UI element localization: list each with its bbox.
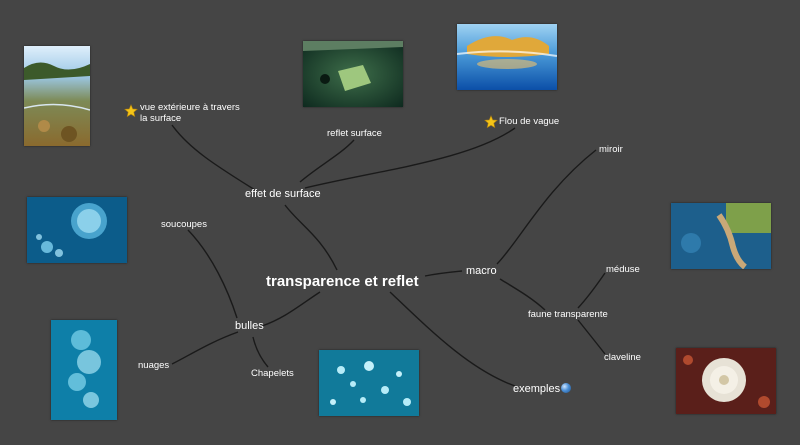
link-macro-faune xyxy=(499,278,546,311)
branch-effet-de-surface[interactable]: effet de surface xyxy=(245,188,321,200)
leaf-nuages[interactable]: nuages xyxy=(138,360,170,371)
leaf-meduse[interactable]: méduse xyxy=(606,264,640,275)
exemples-label: exemples xyxy=(513,383,561,395)
link-effet-vue xyxy=(171,124,256,191)
link-root-effet xyxy=(284,204,338,271)
link-bulles-nuages xyxy=(171,331,239,365)
leaf-chapelets[interactable]: Chapelets xyxy=(251,368,294,379)
link-root-exemples xyxy=(389,291,516,387)
link-effet-flou xyxy=(304,127,516,189)
leaf-claveline[interactable]: claveline xyxy=(604,352,641,363)
photo-jellyfish xyxy=(671,203,771,269)
link-effet-reflet xyxy=(299,139,355,183)
link-root-macro xyxy=(424,270,463,277)
photo-bubble-cloud xyxy=(51,320,117,420)
branch-macro[interactable]: macro xyxy=(466,265,497,277)
leaf-soucoupes[interactable]: soucoupes xyxy=(161,219,207,230)
photo-surface-reflection xyxy=(303,41,403,107)
link-bulles-soucoupes xyxy=(187,229,238,319)
link-faune-claveline xyxy=(577,319,606,355)
leaf-miroir[interactable]: miroir xyxy=(599,144,623,155)
photo-surface-view xyxy=(24,46,90,146)
branch-exemples[interactable]: exemples xyxy=(513,383,572,396)
photo-tunicate xyxy=(676,348,776,414)
globe-icon xyxy=(561,383,572,393)
branch-bulles[interactable]: bulles xyxy=(235,320,264,332)
star-icon xyxy=(124,104,138,118)
photo-bubble-chains xyxy=(319,350,419,416)
link-faune-meduse xyxy=(577,272,606,309)
leaf-reflet-surface[interactable]: reflet surface xyxy=(327,128,382,139)
link-root-bulles xyxy=(261,291,321,327)
root-node[interactable]: transparence et reflet xyxy=(266,273,419,290)
link-bulles-chapelets xyxy=(252,336,269,368)
photo-bubble-saucer xyxy=(27,197,127,263)
photo-wave-blur xyxy=(457,24,557,90)
leaf-vue-exterieure[interactable]: vue extérieure à travers la surface xyxy=(140,102,240,125)
leaf-faune-transparente[interactable]: faune transparente xyxy=(528,309,608,320)
leaf-flou-de-vague[interactable]: Flou de vague xyxy=(499,116,560,127)
link-macro-miroir xyxy=(496,149,597,265)
star-icon xyxy=(484,115,498,129)
